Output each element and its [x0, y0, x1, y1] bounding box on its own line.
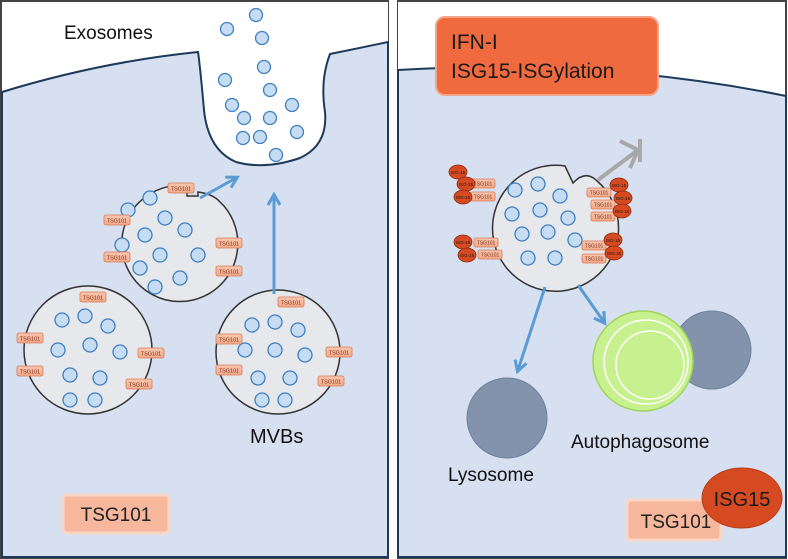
svg-text:ISG-15: ISG-15: [460, 253, 475, 258]
svg-text:TSG101: TSG101: [83, 296, 103, 302]
isg15-modification: ISG-15: [609, 177, 629, 193]
svg-text:TSG101: TSG101: [321, 380, 341, 386]
membrane-tag: TSG101: [137, 347, 165, 359]
mvb-vesicle-top: [114, 184, 239, 303]
mvb-vesicle-bottom-left: [23, 285, 153, 415]
svg-text:TSG101: TSG101: [219, 242, 239, 248]
membrane-tag: TSG101: [16, 332, 44, 344]
svg-text:TSG101: TSG101: [219, 270, 239, 276]
isg15-modification: ISG-15: [604, 245, 624, 261]
svg-text:TSG101: TSG101: [107, 256, 127, 262]
membrane-tag: TSG101: [473, 237, 499, 248]
svg-text:TSG101: TSG101: [477, 241, 496, 247]
svg-text:TSG101: TSG101: [474, 182, 493, 188]
membrane-tag: TSG101: [581, 240, 607, 251]
svg-text:TSG101: TSG101: [481, 253, 500, 259]
svg-text:TSG101: TSG101: [329, 351, 349, 357]
membrane-tag: TSG101: [277, 296, 305, 308]
svg-text:TSG101: TSG101: [141, 352, 161, 358]
svg-text:TSG101: TSG101: [107, 219, 127, 225]
svg-text:ISG-15: ISG-15: [456, 195, 471, 200]
isg15-modification: ISG-15: [456, 176, 476, 192]
svg-text:ISG-15: ISG-15: [451, 170, 466, 175]
svg-text:ISG-15: ISG-15: [456, 240, 471, 245]
autophagosome-organelle: [592, 310, 694, 412]
membrane-tag: TSG101: [581, 253, 607, 264]
legend-tsg101-tag-right: TSG101: [625, 498, 723, 542]
mvb-vesicle-isgylated: [491, 164, 620, 292]
membrane-tag: TSG101: [586, 187, 612, 198]
svg-text:TSG101: TSG101: [129, 383, 149, 389]
svg-text:TSG101: TSG101: [20, 370, 40, 376]
svg-text:TSG101: TSG101: [81, 505, 152, 526]
arrow-to-lysosome: [513, 286, 547, 375]
lysosome-label: Lysosome: [448, 465, 534, 486]
mvb-vesicle-bottom-right: [215, 289, 341, 415]
svg-text:ISG-15: ISG-15: [459, 182, 474, 187]
arrow-mvb-to-exosome-diagonal: [199, 175, 240, 200]
isg15-modification: ISG-15: [612, 203, 632, 219]
svg-text:TSG101: TSG101: [594, 203, 613, 209]
membrane-tag: TSG101: [470, 191, 496, 202]
exosomes-label: Exosomes: [64, 23, 153, 44]
membrane-tag: TSG101: [590, 199, 616, 210]
exosome-cluster-pocket: [217, 59, 305, 163]
legend-isg15-bubble: ISG15: [701, 467, 783, 529]
membrane-tag: TSG101: [215, 364, 243, 376]
membrane-tag: TSG101: [325, 346, 353, 358]
blocked-secretion-arrow: [596, 139, 642, 182]
autophagosome-label: Autophagosome: [571, 432, 709, 453]
svg-text:ISG-15: ISG-15: [606, 238, 621, 243]
isg15-modification: ISG-15: [613, 190, 633, 206]
isg15-modification: ISG-15: [603, 232, 623, 248]
svg-text:ISG-15: ISG-15: [616, 196, 631, 201]
svg-text:TSG101: TSG101: [590, 191, 609, 197]
isgylation-label: ISG15-ISGylation: [451, 60, 614, 83]
membrane-tag: TSG101: [215, 265, 243, 277]
membrane-tag: TSG101: [125, 378, 153, 390]
membrane-tag: TSG101: [215, 333, 243, 345]
isg15-modification: ISG-15: [457, 247, 477, 263]
svg-text:TSG101: TSG101: [219, 369, 239, 375]
svg-text:TSG101: TSG101: [219, 338, 239, 344]
ifn-label: IFN-I: [451, 31, 498, 54]
exosome-cluster-released: [219, 7, 270, 46]
svg-text:TSG101: TSG101: [171, 187, 191, 193]
panel-divider: [389, 0, 397, 559]
membrane-tag: TSG101: [103, 251, 131, 263]
mvbs-label: MVBs: [250, 426, 303, 448]
left-panel: Exosomes: [0, 0, 390, 559]
membrane-tag: TSG101: [317, 375, 345, 387]
svg-text:TSG101: TSG101: [585, 257, 604, 263]
svg-text:TSG101: TSG101: [281, 301, 301, 307]
svg-text:ISG-15: ISG-15: [607, 251, 622, 256]
arrow-to-autophagosome: [576, 284, 607, 326]
svg-text:ISG15: ISG15: [714, 489, 771, 511]
membrane-tag: TSG101: [103, 214, 131, 226]
svg-text:TSG101: TSG101: [474, 195, 493, 201]
membrane-tag: TSG101: [79, 291, 107, 303]
right-panel: IFN-I ISG15-ISGylation TSG101 TSG101 TSG…: [396, 0, 787, 559]
svg-text:TSG101: TSG101: [594, 215, 613, 221]
membrane-tag: TSG101: [477, 249, 503, 260]
svg-text:TSG101: TSG101: [585, 244, 604, 250]
isg15-modification: ISG-15: [448, 164, 468, 180]
membrane-tag: TSG101: [16, 365, 44, 377]
legend-tsg101-tag: TSG101: [61, 493, 171, 535]
svg-text:ISG-15: ISG-15: [612, 183, 627, 188]
svg-text:TSG101: TSG101: [641, 512, 712, 533]
svg-text:TSG101: TSG101: [20, 337, 40, 343]
isg15-modification: ISG-15: [453, 234, 473, 250]
ifn-signal-box: IFN-I ISG15-ISGylation: [435, 16, 659, 96]
lysosome-organelle: [466, 377, 548, 459]
membrane-tag: TSG101: [215, 237, 243, 249]
isg15-modification: ISG-15: [453, 189, 473, 205]
svg-text:ISG-15: ISG-15: [615, 209, 630, 214]
membrane-tag: TSG101: [167, 182, 195, 194]
membrane-tag: TSG101: [590, 211, 616, 222]
